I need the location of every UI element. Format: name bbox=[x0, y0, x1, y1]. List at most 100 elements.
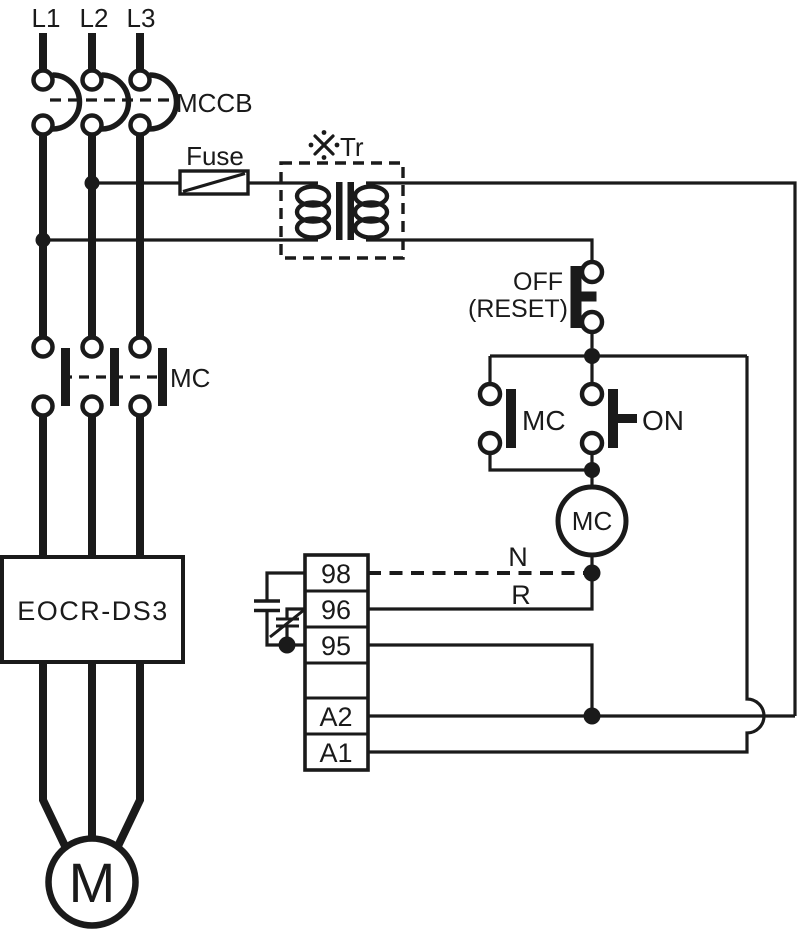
terminal95-wire bbox=[368, 643, 594, 716]
primary-coil-loop bbox=[294, 216, 332, 240]
terminal-95: 95 bbox=[321, 631, 351, 661]
fuse-branch: Fuse bbox=[84, 141, 318, 196]
terminal-a2: A2 bbox=[319, 702, 352, 732]
transformer-dashed-box bbox=[279, 161, 405, 260]
transformer-label: Tr bbox=[340, 132, 364, 162]
motor-circle bbox=[45, 835, 139, 929]
bus-mc-to-relay bbox=[39, 415, 144, 557]
junction-dot bbox=[583, 707, 601, 725]
mc-contactor-label: MC bbox=[170, 363, 210, 393]
junction-dot bbox=[584, 462, 600, 478]
secondary-coil-loop bbox=[352, 184, 390, 208]
mc-main-contact bbox=[128, 335, 152, 359]
mccb-arc-3 bbox=[149, 72, 180, 132]
primary-coil-loop bbox=[294, 200, 332, 224]
bus-relay-to-motor bbox=[39, 663, 144, 848]
terminal96-wire bbox=[368, 581, 594, 611]
secondary-coil-loop bbox=[352, 200, 390, 224]
mc-main-contactor: MC bbox=[31, 335, 210, 418]
bus-mccb-to-mc bbox=[39, 134, 144, 338]
branch-drops bbox=[488, 356, 594, 384]
mc-coil-label: MC bbox=[572, 506, 612, 536]
off-label: OFF bbox=[513, 268, 563, 296]
mccb-breaker: MCCB bbox=[31, 68, 253, 137]
mc-main-bridge bbox=[110, 348, 119, 406]
phase-l3-label: L3 bbox=[127, 3, 156, 33]
junction-dot bbox=[84, 175, 100, 191]
snubber-network bbox=[254, 571, 305, 654]
mccb-arc-2 bbox=[101, 72, 132, 132]
mc-main-bridge bbox=[158, 348, 167, 406]
mc-main-contact bbox=[80, 394, 104, 418]
eocr-relay: EOCR-DS3 bbox=[0, 555, 185, 664]
mccb-contact bbox=[31, 113, 55, 137]
phase-labels: L1 L2 L3 bbox=[32, 3, 156, 33]
wire-label-n: N bbox=[508, 542, 528, 572]
mc-main-contact bbox=[80, 335, 104, 359]
junction-dot bbox=[584, 348, 600, 364]
mc-aux-contact: MC bbox=[477, 381, 566, 456]
terminal-98: 98 bbox=[321, 559, 351, 589]
reference-mark-icon bbox=[308, 130, 340, 160]
wire-label-r: R bbox=[511, 580, 531, 610]
on-button: ON bbox=[579, 381, 684, 456]
mccb-contact bbox=[31, 68, 55, 92]
primary-coil-loop bbox=[294, 184, 332, 208]
mccb-label: MCCB bbox=[176, 88, 253, 118]
eocr-relay-label: EOCR-DS3 bbox=[17, 596, 169, 626]
secondary-top-rail bbox=[366, 181, 797, 716]
branch-bottom-rail bbox=[488, 453, 594, 472]
transformer-core-bar bbox=[336, 182, 343, 240]
mccb-contact bbox=[80, 68, 104, 92]
mc-main-contact bbox=[31, 394, 55, 418]
mc-main-contact bbox=[31, 335, 55, 359]
eocr-relay-box bbox=[0, 555, 185, 664]
fuse-diagonal bbox=[182, 171, 246, 194]
off-button-contact bbox=[579, 259, 605, 285]
off-button-contact bbox=[579, 309, 605, 335]
capacitor-icon bbox=[254, 599, 280, 613]
control-wires: N R bbox=[366, 181, 797, 754]
off-button-actuator bbox=[581, 291, 597, 302]
control-transformer: Tr bbox=[35, 130, 405, 260]
on-button-bridge bbox=[608, 389, 618, 448]
a1-wire-with-hop bbox=[368, 356, 766, 754]
terminal-96: 96 bbox=[321, 595, 351, 625]
mc-coil: MC bbox=[555, 484, 629, 558]
motor-label: M bbox=[69, 851, 116, 914]
mc-coil-circle bbox=[555, 484, 629, 558]
on-button-contact bbox=[579, 430, 605, 456]
on-label: ON bbox=[642, 405, 684, 436]
mccb-contact bbox=[80, 113, 104, 137]
varistor-slash-icon bbox=[269, 608, 305, 639]
mccb-contact bbox=[128, 113, 152, 137]
on-button-actuator bbox=[618, 414, 637, 423]
mccb-contact bbox=[128, 68, 152, 92]
reset-label: (RESET) bbox=[468, 295, 568, 323]
secondary-coil-loop bbox=[352, 216, 390, 240]
transformer-core-bar bbox=[347, 182, 354, 240]
terminal-a1: A1 bbox=[319, 738, 352, 768]
mc-aux-label: MC bbox=[522, 405, 566, 436]
mc-aux-contact-point bbox=[477, 430, 503, 456]
supply-stubs bbox=[39, 33, 144, 71]
off-button-bridge bbox=[570, 266, 582, 328]
mc-aux-contact-point bbox=[477, 381, 503, 407]
varistor-plates-icon bbox=[276, 617, 299, 628]
junction-dot bbox=[35, 232, 51, 248]
mc-main-contact bbox=[128, 394, 152, 418]
motor: M bbox=[45, 835, 139, 929]
phase-l1-label: L1 bbox=[32, 3, 61, 33]
mccb-arc-1 bbox=[52, 72, 83, 132]
secondary-bottom-to-off bbox=[366, 238, 594, 262]
junction-dot bbox=[278, 636, 296, 654]
on-button-contact bbox=[579, 381, 605, 407]
power-wires bbox=[39, 33, 144, 848]
terminal-block: 98 96 95 A2 A1 bbox=[303, 553, 370, 772]
off-reset-button: OFF (RESET) bbox=[468, 259, 605, 335]
mc-aux-bridge bbox=[506, 389, 516, 448]
fuse-label: Fuse bbox=[186, 141, 244, 171]
junction-dot bbox=[583, 564, 601, 582]
